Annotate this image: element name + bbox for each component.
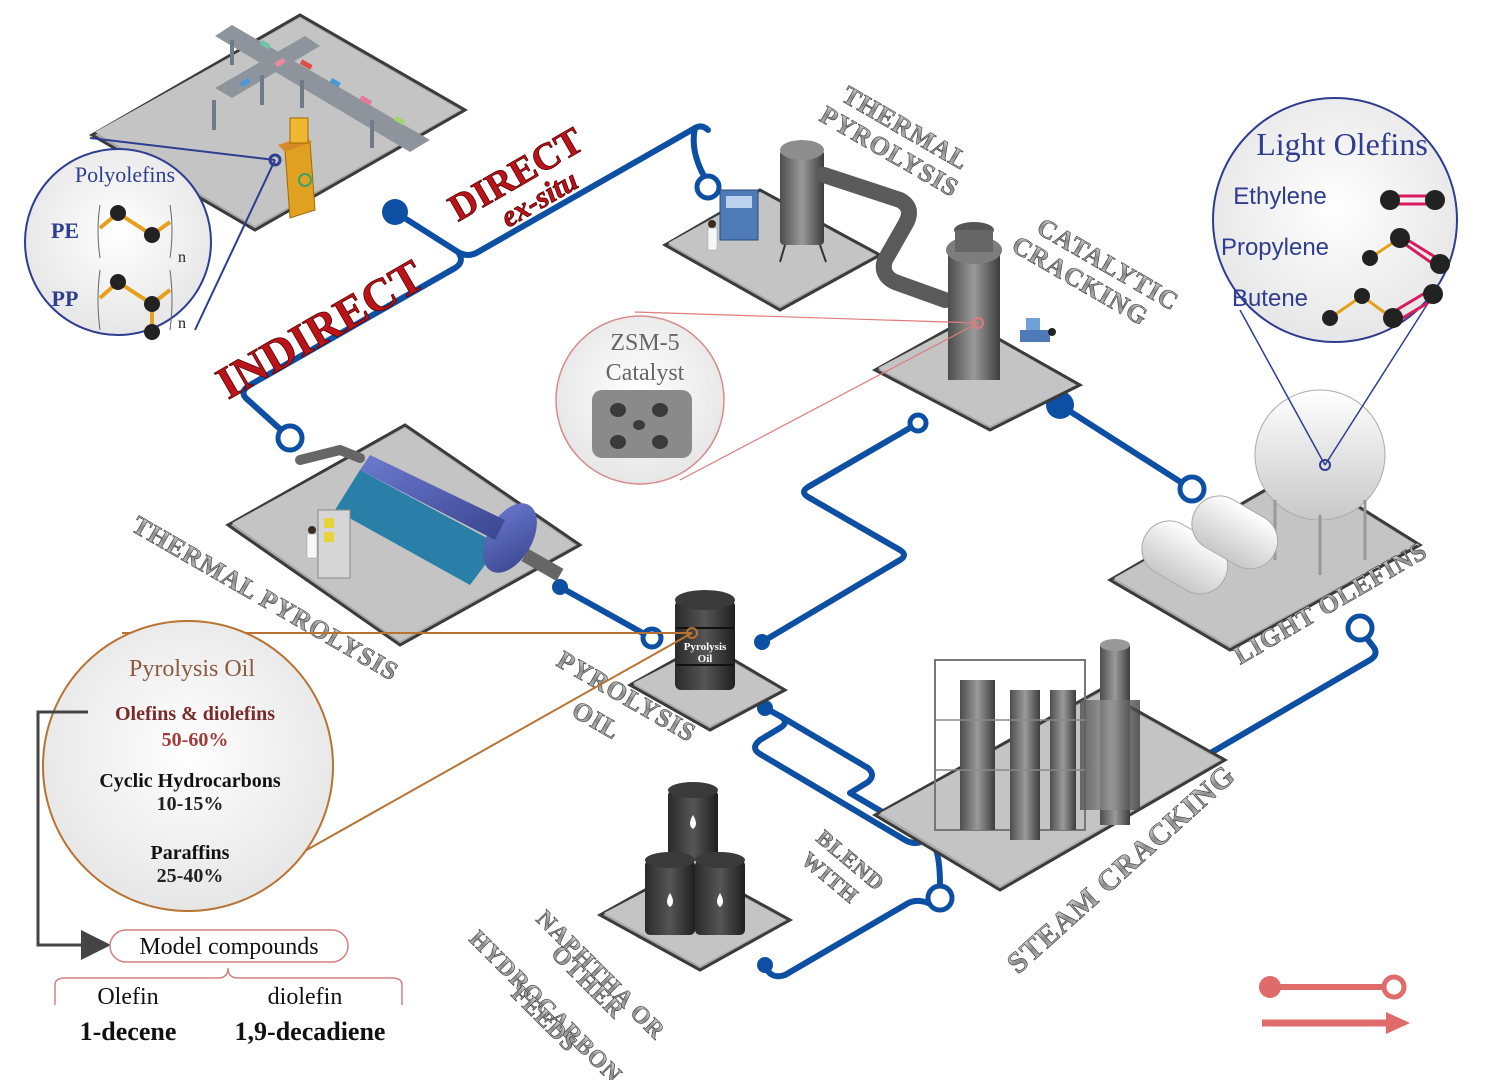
barrel-label-line2: Oil [698, 653, 713, 665]
operator-figure-icon [707, 220, 718, 251]
model-compounds-section: Model compounds Olefin 1-decene diolefin… [36, 710, 403, 1046]
thermal-pyrolysis-left-inlet-node [275, 423, 305, 453]
pyrolysis-reactor-vessel-icon [779, 140, 827, 263]
naphtha-feed-unit [596, 782, 794, 972]
olefin-label: Olefin [97, 984, 158, 1010]
pyrolysis-oil-title: Pyrolysis Oil [129, 656, 255, 682]
pipe-connector-icon [816, 167, 953, 308]
propylene-molecule-icon [1362, 228, 1450, 274]
control-cabinet-icon [317, 509, 351, 579]
horizontal-tank-icon [1141, 495, 1279, 595]
light-olefins-storage [1107, 389, 1423, 652]
indirect-route-label: INDIRECT [208, 249, 433, 408]
zeolite-structure-icon [592, 390, 692, 458]
thermal-pyrolysis-left-unit [225, 423, 583, 647]
flow-line-indirect [240, 249, 464, 441]
paraffins-component-name: Paraffins [151, 842, 230, 864]
flow-line-steam-to-light-olefins [1187, 633, 1379, 768]
source-node [382, 199, 408, 225]
polyolefins-callout: Polyolefins PE PP n n [24, 137, 282, 340]
pyrolysis-oil-unit: Pyrolysis Oil [626, 590, 789, 732]
stacked-barrels-icon [645, 782, 745, 935]
process-flow-lines [240, 123, 1379, 980]
butene-label: Butene [1232, 285, 1308, 312]
fcc-reactor-icon [946, 222, 1002, 380]
legend [1259, 974, 1410, 1034]
catalytic-cracking-inlet-node [907, 412, 929, 434]
light-olefins-steam-inlet-node [1345, 613, 1375, 643]
pp-subscript: n [178, 315, 186, 332]
light-olefins-inlet-node [1177, 474, 1207, 504]
pp-molecule-icon [97, 269, 173, 340]
legend-connection-icon [1259, 974, 1407, 1000]
olefins-callout-anchor [1319, 459, 1331, 471]
callout-anchor [268, 153, 282, 167]
steam-cracking-inlet-node [925, 883, 955, 913]
thermal-pyrolysis-top-unit [661, 140, 953, 312]
connector-arrow [36, 710, 111, 960]
catalyst-callout: ZSM-5 Catalyst [555, 311, 979, 485]
diolefin-label: diolefin [268, 984, 343, 1010]
flow-line-to-catalytic-cracking [759, 422, 918, 645]
steam-cracker-plant-icon [934, 639, 1140, 840]
rotary-kiln-reactor-icon [295, 444, 564, 585]
olefins-component-range: 50-60% [162, 729, 229, 751]
pe-subscript: n [178, 249, 186, 266]
olefins-component-name: Olefins & diolefins [115, 703, 275, 725]
cyclic-component-name: Cyclic Hydrocarbons [99, 770, 281, 792]
ethylene-molecule-icon [1380, 190, 1445, 210]
light-olefins-title: Light Olefins [1256, 126, 1428, 162]
oil-barrel-icon: Pyrolysis Oil [675, 590, 735, 690]
workstation-icon [1020, 318, 1056, 342]
flow-line-naphtha [762, 897, 931, 980]
catalytic-cracking-unit [871, 222, 1084, 432]
recycling-bin-icon [278, 117, 316, 219]
conveyor-belt-icon [212, 25, 430, 152]
steam-cracking-unit [872, 639, 1229, 892]
polyolefins-title: Polyolefins [75, 162, 175, 187]
flow-line-to-light-olefins [1057, 402, 1193, 491]
model-compounds-box [109, 929, 349, 963]
cyclic-component-range: 10-15% [157, 793, 224, 815]
pe-molecule-icon [97, 204, 173, 259]
operator-figure-icon [306, 526, 318, 559]
thermal-pyrolysis-top-inlet-node [694, 173, 722, 201]
catalyst-type: Catalyst [606, 360, 685, 386]
paraffins-component-range: 25-40% [157, 865, 224, 887]
pyrolysis-oil-inlet-node [640, 626, 664, 650]
pp-label: PP [52, 286, 79, 311]
brace [54, 967, 403, 1005]
sorting-facility [89, 13, 469, 232]
catalyst-name: ZSM-5 [610, 330, 679, 356]
light-olefins-callout: Light Olefins Ethylene Propylene Butene [1212, 97, 1458, 466]
oil-drop-icon [667, 815, 723, 907]
model-compounds-title: Model compounds [139, 934, 318, 960]
butene-molecule-icon [1322, 284, 1443, 328]
pyrolysis-oil-callout: Pyrolysis Oil Olefins & diolefins 50-60%… [42, 620, 693, 912]
ethylene-label: Ethylene [1233, 183, 1326, 210]
propylene-label: Propylene [1221, 234, 1329, 261]
flow-line-to-pyrolysis-oil [557, 584, 651, 639]
control-panel-icon [719, 189, 759, 241]
legend-arrow-icon [1262, 1012, 1410, 1034]
barrel-label-line1: Pyrolysis [684, 641, 727, 653]
diolefin-compound: 1,9-decadiene [235, 1017, 386, 1046]
olefin-compound: 1-decene [80, 1017, 177, 1046]
pe-label: PE [51, 218, 79, 243]
